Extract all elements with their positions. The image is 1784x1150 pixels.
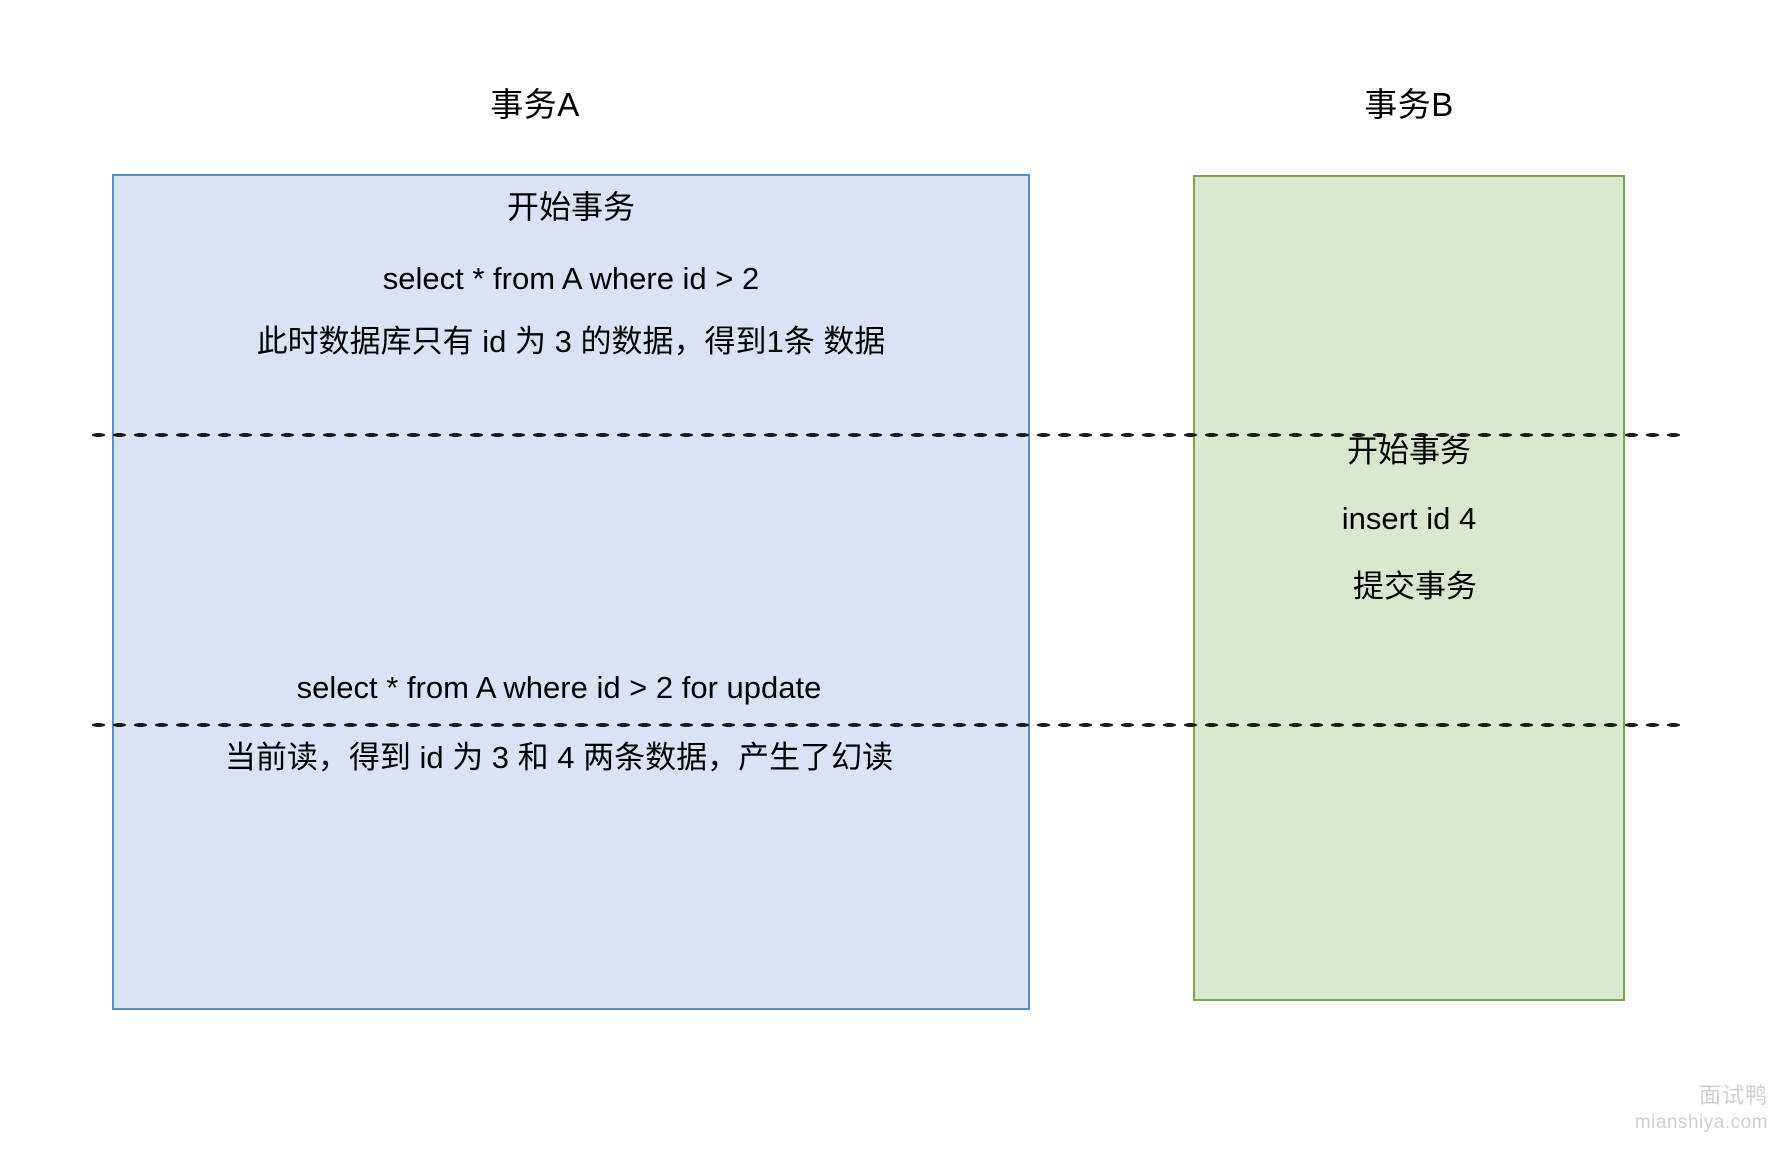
transaction-a-step-select-result: 此时数据库只有 id 为 3 的数据，得到1条 数据 xyxy=(256,324,886,359)
transaction-b-step-commit: 提交事务 xyxy=(1353,569,1477,604)
transaction-a-lane xyxy=(112,174,1030,1010)
transaction-b-step-begin: 开始事务 xyxy=(1347,434,1471,469)
transaction-a-title: 事务A xyxy=(490,86,580,123)
transaction-b-title: 事务B xyxy=(1364,86,1454,123)
transaction-b-step-insert: insert id 4 xyxy=(1341,501,1477,536)
watermark-brand: 面试鸭 xyxy=(1698,1082,1768,1108)
watermark: 面试鸭 mianshiya.com xyxy=(1635,1081,1768,1136)
transaction-a-step-select-for-update: select * from A where id > 2 for update xyxy=(296,670,822,705)
watermark-url: mianshiya.com xyxy=(1634,1112,1768,1134)
time-divider-1 xyxy=(88,432,1680,438)
transaction-a-step-select: select * from A where id > 2 xyxy=(382,261,760,296)
transaction-b-lane xyxy=(1193,175,1625,1001)
transaction-a-step-begin: 开始事务 xyxy=(506,189,635,225)
time-divider-2 xyxy=(88,722,1680,728)
transaction-a-step-phantom-read-result: 当前读，得到 id 为 3 和 4 两条数据，产生了幻读 xyxy=(224,740,894,775)
